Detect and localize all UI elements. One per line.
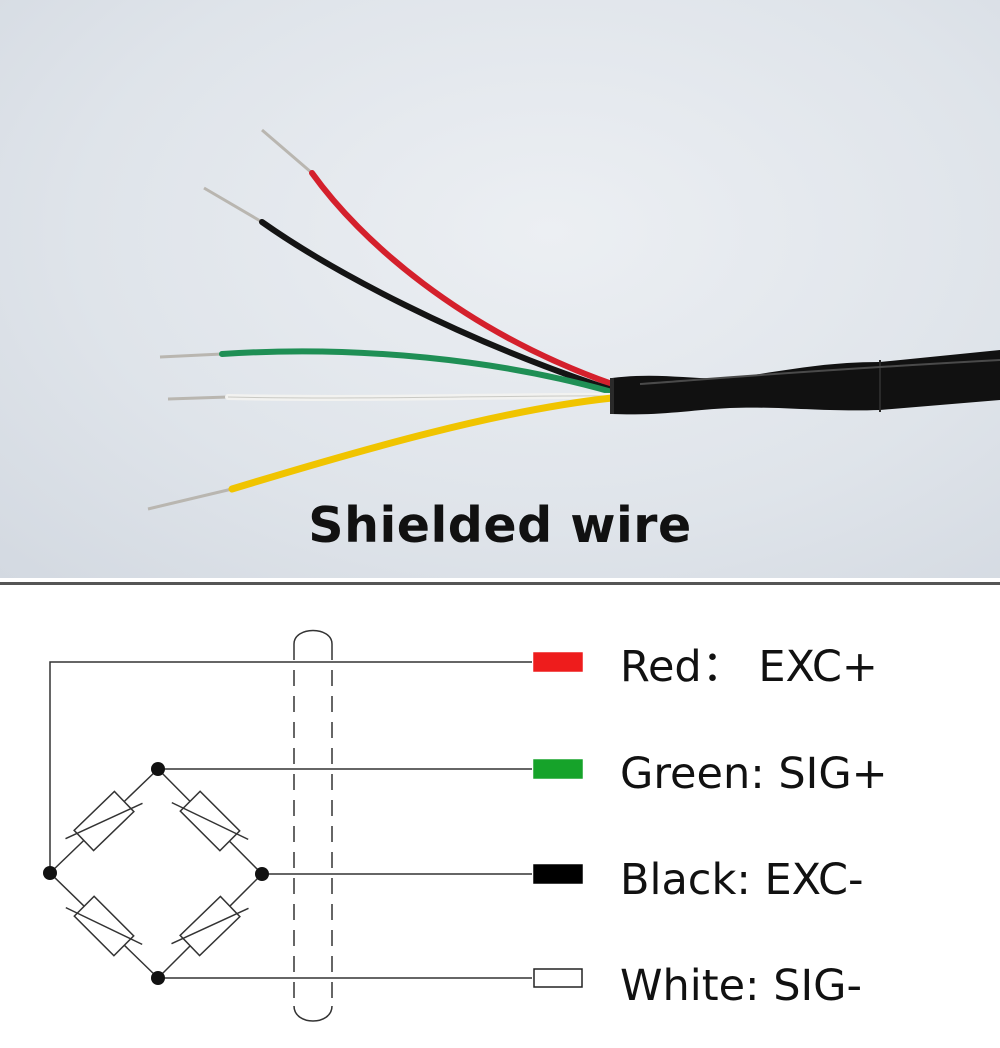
legend-black-exc-minus: Black: EXC- (620, 855, 864, 905)
black-wire-tip (203, 186, 263, 224)
red-wire (309, 170, 615, 387)
swatch-red (533, 652, 583, 672)
swatch-black (533, 864, 583, 884)
green-wire-tip (159, 352, 223, 359)
legend-red-exc-plus: Red： EXC+ (620, 642, 878, 692)
strain-gauge-resistor-1 (65, 790, 143, 852)
shielded-wire-photo: Shielded wire (0, 0, 1000, 578)
swatch-white (533, 968, 583, 988)
strain-gauge-resistor-2 (171, 790, 249, 852)
strain-gauge-resistor-3 (65, 895, 143, 957)
section-divider (0, 582, 1000, 585)
legend-green-sig-plus: Green: SIG+ (620, 749, 888, 799)
bridge-nodes (43, 762, 269, 985)
node-top (151, 762, 165, 776)
strain-gauge-resistor-4 (171, 895, 249, 957)
photo-caption: Shielded wire (308, 497, 692, 554)
white-wire-tip (167, 395, 229, 401)
green-wire (219, 348, 615, 395)
red-wire-tip (261, 128, 313, 175)
exc-plus-line (49, 661, 532, 873)
black-wire (259, 219, 615, 393)
bridge-circuit (43, 629, 583, 1022)
swatch-green (533, 759, 583, 779)
cable-shield (293, 629, 333, 1022)
node-right (255, 867, 269, 881)
yellow-wire (228, 394, 616, 493)
node-left (43, 866, 57, 880)
wire-photo-illustration (147, 128, 1000, 511)
legend-white-sig-minus: White: SIG- (620, 961, 863, 1011)
yellow-wire-tip (147, 487, 233, 511)
wiring-diagram: Red： EXC+ Green: SIG+ Black: EXC- White:… (0, 586, 1000, 1048)
node-bottom (151, 971, 165, 985)
wheatstone-bridge (48, 767, 264, 980)
